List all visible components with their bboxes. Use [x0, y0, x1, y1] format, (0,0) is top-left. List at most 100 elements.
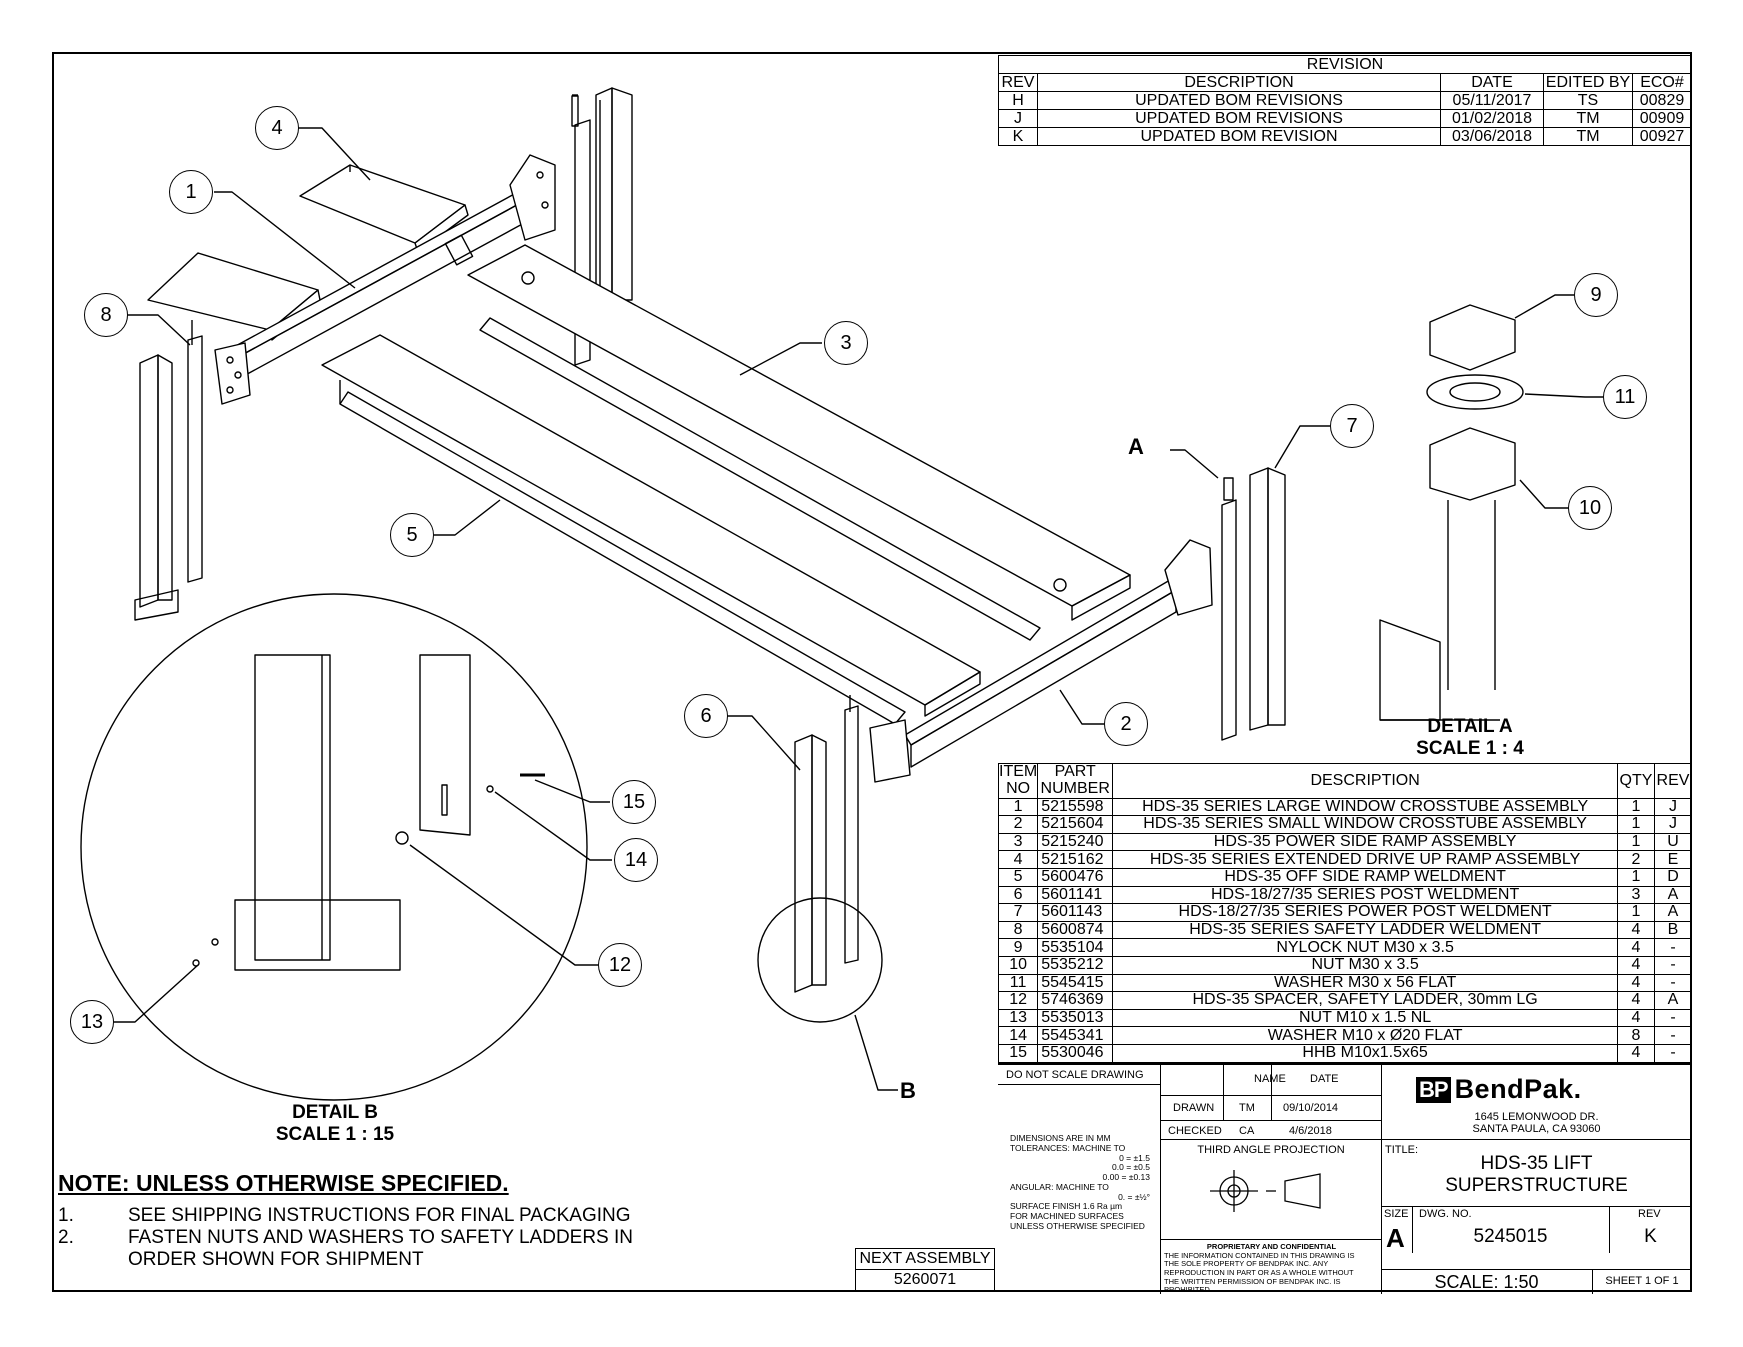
rev-eco: 00909	[1632, 109, 1692, 128]
checked-name: CA	[1239, 1125, 1255, 1137]
bendpak-logo-word: BendPak.	[1454, 1074, 1582, 1104]
balloon-3: 3	[824, 321, 868, 365]
bom-rev: E	[1654, 850, 1692, 869]
bendpak-logo: BP BendPak.	[1416, 1074, 1582, 1105]
power-side-ramp	[467, 244, 1131, 641]
revision-row: K UPDATED BOM REVISION 03/06/2018 TM 009…	[998, 127, 1692, 146]
rev-letter: H	[998, 91, 1038, 110]
detail-b-post	[192, 654, 545, 971]
bom-item-no: 4	[997, 850, 1039, 869]
crosstube-end-bracket-top	[509, 154, 556, 241]
detail-b-circle	[80, 593, 588, 1101]
note-text: FASTEN NUTS AND WASHERS TO SAFETY LADDER…	[128, 1227, 634, 1248]
bom-description: HDS-35 SERIES LARGE WINDOW CROSSTUBE ASS…	[1112, 797, 1618, 817]
post-front-middle	[794, 695, 859, 993]
rev-editor: TM	[1543, 109, 1633, 128]
bom-qty: 8	[1617, 1026, 1655, 1045]
bom-part-number: 5601141	[1037, 885, 1114, 905]
bom-rev: B	[1654, 920, 1692, 940]
bom-qty: 1	[1617, 867, 1655, 887]
bom-item-no: 13	[997, 1008, 1039, 1028]
size-label: SIZE	[1384, 1208, 1409, 1220]
proprietary-title: PROPRIETARY AND CONFIDENTIAL	[1206, 1242, 1337, 1251]
balloon-5: 5	[390, 513, 434, 557]
bom-part-number: 5601143	[1037, 903, 1114, 922]
bom-part-number: 5535104	[1037, 938, 1114, 957]
drawn-date: 09/10/2014	[1283, 1102, 1339, 1114]
bom-qty: 1	[1617, 903, 1655, 922]
crosstube-end-bracket-right	[869, 539, 1213, 783]
rev-date: 03/06/2018	[1440, 127, 1544, 146]
detail-a-view	[1379, 304, 1524, 721]
balloon-8: 8	[84, 293, 128, 337]
company-address: 1645 LEMONWOOD DR. SANTA PAULA, CA 93060	[1381, 1111, 1692, 1135]
rev-header-date: DATE	[1440, 73, 1544, 92]
bom-part-number: 5600874	[1037, 920, 1114, 940]
bom-qty: 1	[1617, 797, 1655, 817]
bom-rev: -	[1654, 1043, 1692, 1063]
checked-date: 4/6/2018	[1289, 1125, 1332, 1137]
bom-part-number: 5215598	[1037, 797, 1114, 817]
bom-part-number: 5600476	[1037, 867, 1114, 887]
detail-b-letter: B	[900, 1078, 916, 1103]
sheet-number: SHEET 1 OF 1	[1605, 1275, 1679, 1287]
rev-date: 01/02/2018	[1440, 109, 1544, 128]
tolerance-line: 0 = ±1.5	[1119, 1152, 1150, 1163]
bom-item-no: 14	[997, 1026, 1039, 1045]
next-assembly-label: NEXT ASSEMBLY	[855, 1248, 995, 1270]
address-line-1: 1645 LEMONWOOD DR.	[1474, 1111, 1599, 1123]
dwg-no-label: DWG. NO.	[1419, 1208, 1472, 1220]
proprietary-line: REPRODUCTION IN PART OR AS A WHOLE WITHO…	[1164, 1267, 1354, 1277]
bom-qty: 4	[1617, 955, 1655, 975]
bom-rev: U	[1654, 832, 1692, 852]
tolerance-line: TOLERANCES: MACHINE TO	[1010, 1142, 1126, 1153]
bom-qty: 4	[1617, 1008, 1655, 1028]
bom-qty: 4	[1617, 938, 1655, 957]
drawing-rev: K	[1644, 1226, 1657, 1247]
bom-item-no: 3	[997, 832, 1039, 852]
bom-item-no: 15	[997, 1043, 1039, 1063]
note-item: 2.FASTEN NUTS AND WASHERS TO SAFETY LADD…	[58, 1227, 633, 1249]
bom-qty: 1	[1617, 832, 1655, 852]
rev-header-rev: REV	[998, 73, 1038, 92]
date-header: DATE	[1310, 1073, 1339, 1085]
tolerance-line: 0.00 = ±0.13	[1102, 1172, 1150, 1183]
detail-a-scale: SCALE 1 : 4	[1416, 738, 1524, 759]
rev-eco: 00927	[1632, 127, 1692, 146]
note-number: 1.	[58, 1205, 74, 1226]
bom-header-item-1: ITEM	[999, 763, 1038, 780]
address-line-2: SANTA PAULA, CA 93060	[1472, 1123, 1601, 1136]
revision-title: REVISION	[998, 55, 1692, 74]
bom-rev: A	[1654, 903, 1692, 922]
crosstube-end-bracket-left	[214, 342, 251, 405]
rev-header-description: DESCRIPTION	[1037, 73, 1441, 92]
rev-description: UPDATED BOM REVISIONS	[1037, 91, 1441, 110]
do-not-scale: DO NOT SCALE DRAWING	[1006, 1069, 1144, 1081]
revision-table: REVISION REV DESCRIPTION DATE EDITED BY …	[998, 55, 1692, 146]
bom-rev: D	[1654, 867, 1692, 887]
bom-header-description: DESCRIPTION	[1112, 763, 1618, 799]
proprietary-line: THE WRITTEN PERMISSION OF BENDPAK INC. I…	[1164, 1276, 1341, 1286]
rev-header-edited: EDITED BY	[1543, 73, 1633, 92]
balloon-14: 14	[614, 838, 658, 882]
bom-qty: 4	[1617, 1043, 1655, 1063]
bom-qty: 4	[1617, 920, 1655, 940]
bom-rev: A	[1654, 991, 1692, 1010]
bom-qty: 4	[1617, 973, 1655, 993]
rev-letter: K	[998, 127, 1038, 146]
bom-item-no: 9	[997, 938, 1039, 957]
proprietary-notice: PROPRIETARY AND CONFIDENTIAL THE INFORMA…	[1164, 1242, 1379, 1295]
tolerance-line: DIMENSIONS ARE IN MM	[1010, 1133, 1111, 1143]
tolerance-line: 0. = ±½°	[1118, 1191, 1150, 1202]
bom-description: HDS-35 SPACER, SAFETY LADDER, 30mm LG	[1112, 991, 1618, 1010]
notes-title: NOTE: UNLESS OTHERWISE SPECIFIED.	[58, 1170, 509, 1196]
bom-header-qty: QTY	[1617, 763, 1655, 799]
rev-letter: J	[998, 109, 1038, 128]
note-text: SEE SHIPPING INSTRUCTIONS FOR FINAL PACK…	[128, 1205, 631, 1226]
